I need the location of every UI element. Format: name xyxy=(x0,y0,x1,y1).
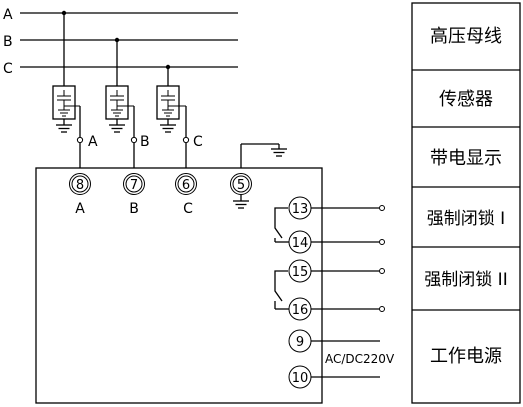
svg-text:7: 7 xyxy=(130,178,138,193)
legend-forced-lock-2: 强制闭锁 II xyxy=(424,270,507,290)
svg-text:6: 6 xyxy=(182,178,190,193)
sensor-a-output-label: A xyxy=(88,134,98,150)
input-label-a: A xyxy=(75,201,85,217)
terminal-13: 13 xyxy=(288,196,312,220)
legend-sensor: 传感器 xyxy=(439,89,493,110)
terminal-14: 14 xyxy=(288,230,312,254)
bus-line-a: A xyxy=(3,7,238,23)
bus-line-c-label: C xyxy=(3,61,13,77)
lead-end-15 xyxy=(379,268,385,274)
display-device-box xyxy=(35,167,323,404)
svg-text:5: 5 xyxy=(237,178,245,193)
svg-text:10: 10 xyxy=(292,371,309,386)
input-label-c: C xyxy=(183,201,193,217)
sensor-c: C xyxy=(156,64,203,168)
lead-end-16 xyxy=(379,306,385,312)
svg-text:8: 8 xyxy=(76,178,84,193)
terminal-15: 15 xyxy=(288,259,312,283)
legend-high-voltage-bus: 高压母线 xyxy=(430,26,502,47)
input-label-b: B xyxy=(129,201,139,217)
terminal-6: 6 xyxy=(175,173,197,195)
bus-line-c: C xyxy=(3,61,238,77)
ground-symbol-terminal-5 xyxy=(233,195,249,209)
sensor-b-output-label: B xyxy=(140,134,150,150)
bus-line-b: B xyxy=(3,34,238,50)
bus-line-a-label: A xyxy=(3,7,13,23)
terminal-7: 7 xyxy=(123,173,145,195)
legend-forced-lock-1: 强制闭锁 I xyxy=(427,209,505,229)
bus-line-b-label: B xyxy=(3,34,13,50)
ground-wire-terminal-5 xyxy=(240,143,287,168)
svg-text:9: 9 xyxy=(296,335,304,350)
lead-end-13 xyxy=(379,205,385,211)
terminal-9: 9 xyxy=(288,329,312,353)
sensor-c-output-label: C xyxy=(193,134,203,150)
terminal-16: 16 xyxy=(288,297,312,321)
sensor-a: A xyxy=(52,10,98,168)
legend-working-power: 工作电源 xyxy=(430,346,502,367)
forced-lock-1-contacts xyxy=(274,207,289,243)
terminal-8: 8 xyxy=(69,173,91,195)
svg-text:13: 13 xyxy=(292,202,309,217)
svg-text:16: 16 xyxy=(292,303,309,318)
svg-text:15: 15 xyxy=(292,265,309,280)
lead-end-14 xyxy=(379,239,385,245)
forced-lock-2-contacts xyxy=(274,270,289,310)
terminal-10: 10 xyxy=(288,365,312,389)
legend-live-display: 带电显示 xyxy=(430,148,502,169)
terminal-5: 5 xyxy=(230,173,252,195)
power-supply-label: AC/DC220V xyxy=(325,352,395,366)
sensor-b: B xyxy=(105,37,150,168)
function-legend: 高压母线 传感器 带电显示 强制闭锁 I 强制闭锁 II 工作电源 xyxy=(411,2,521,404)
svg-text:14: 14 xyxy=(292,236,309,251)
